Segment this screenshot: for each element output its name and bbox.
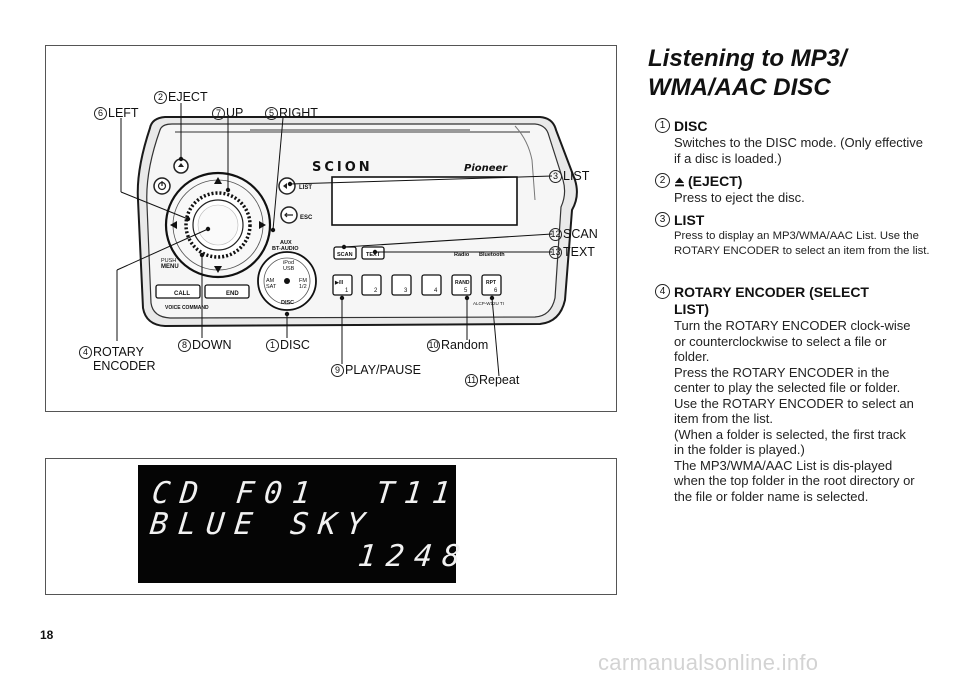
- item-number: 1: [655, 118, 670, 133]
- item-heading: (EJECT): [688, 173, 743, 189]
- lcd-track: T11: [374, 476, 463, 511]
- callout-number: 7: [212, 107, 225, 120]
- callout-label: PLAY/PAUSE: [345, 363, 421, 377]
- section-title-line-1: Listening to MP3/: [648, 45, 847, 72]
- callout-label: UP: [226, 106, 244, 120]
- callout-number: 1: [266, 339, 279, 352]
- callout-number: 13: [549, 246, 562, 259]
- item-number: 2: [655, 173, 670, 188]
- callout-number: 3: [549, 170, 562, 183]
- section-title-line-2: WMA/AAC DISC: [648, 74, 831, 101]
- callout-number: 11: [465, 374, 478, 387]
- callout-label: DOWN: [192, 338, 232, 352]
- callout-label-2: ENCODER: [93, 359, 156, 373]
- item-body: Press to display an MP3/WMA/AAC List. Us…: [674, 230, 930, 257]
- item-heading: ROTARY ENCODER (SELECT LIST): [674, 284, 869, 317]
- eject-icon: [675, 177, 684, 187]
- callout-number: 4: [79, 346, 92, 359]
- callout-number: 10: [427, 339, 440, 352]
- item-eject: 2 (EJECT) Press to eject the disc.: [655, 173, 944, 206]
- callout-label: Random: [441, 338, 489, 352]
- lcd-time: 1248: [356, 539, 473, 574]
- item-body: Press to eject the disc.: [674, 190, 805, 205]
- callout-label: EJECT: [168, 90, 208, 104]
- lcd-title: BLUE SKY: [148, 507, 377, 542]
- callout-number: 8: [178, 339, 191, 352]
- callout-number: 2: [154, 91, 167, 104]
- callout-label: TEXT: [563, 245, 595, 259]
- callout-label: LEFT: [108, 106, 139, 120]
- item-body: Turn the ROTARY ENCODER clock-wise or co…: [674, 318, 915, 504]
- item-number: 3: [655, 212, 670, 227]
- callout-number: 9: [331, 364, 344, 377]
- callout-number: 6: [94, 107, 107, 120]
- page-number: 18: [40, 628, 54, 642]
- callout-label: Repeat: [479, 373, 520, 387]
- callout-number: 5: [265, 107, 278, 120]
- callout-label: DISC: [280, 338, 310, 352]
- item-list: 3 LIST Press to display an MP3/WMA/AAC Li…: [655, 212, 944, 259]
- callout-number: 12: [549, 228, 562, 241]
- callout-label: RIGHT: [279, 106, 318, 120]
- lcd-folder: F01: [234, 476, 323, 511]
- item-body: Switches to the DISC mode. (Only effecti…: [674, 135, 924, 166]
- callout-label: LIST: [563, 169, 590, 183]
- item-heading: DISC: [674, 118, 708, 134]
- section-title: Listening to MP3/ WMA/AAC DISC: [648, 44, 914, 102]
- item-disc: 1 DISC Switches to the DISC mode. (Only e…: [655, 118, 944, 166]
- callout-label: SCAN: [563, 227, 598, 241]
- lcd-source: CD: [150, 476, 211, 511]
- lcd-display: CD F01 T11 BLUE SKY 1248: [138, 465, 472, 583]
- item-heading: LIST: [674, 212, 705, 228]
- watermark: carmanualsonline.info: [598, 650, 819, 675]
- item-number: 4: [655, 284, 670, 299]
- callout-label: ROTARY: [93, 345, 144, 359]
- item-rotary: 4 ROTARY ENCODER (SELECT LIST) Turn the R…: [655, 284, 944, 504]
